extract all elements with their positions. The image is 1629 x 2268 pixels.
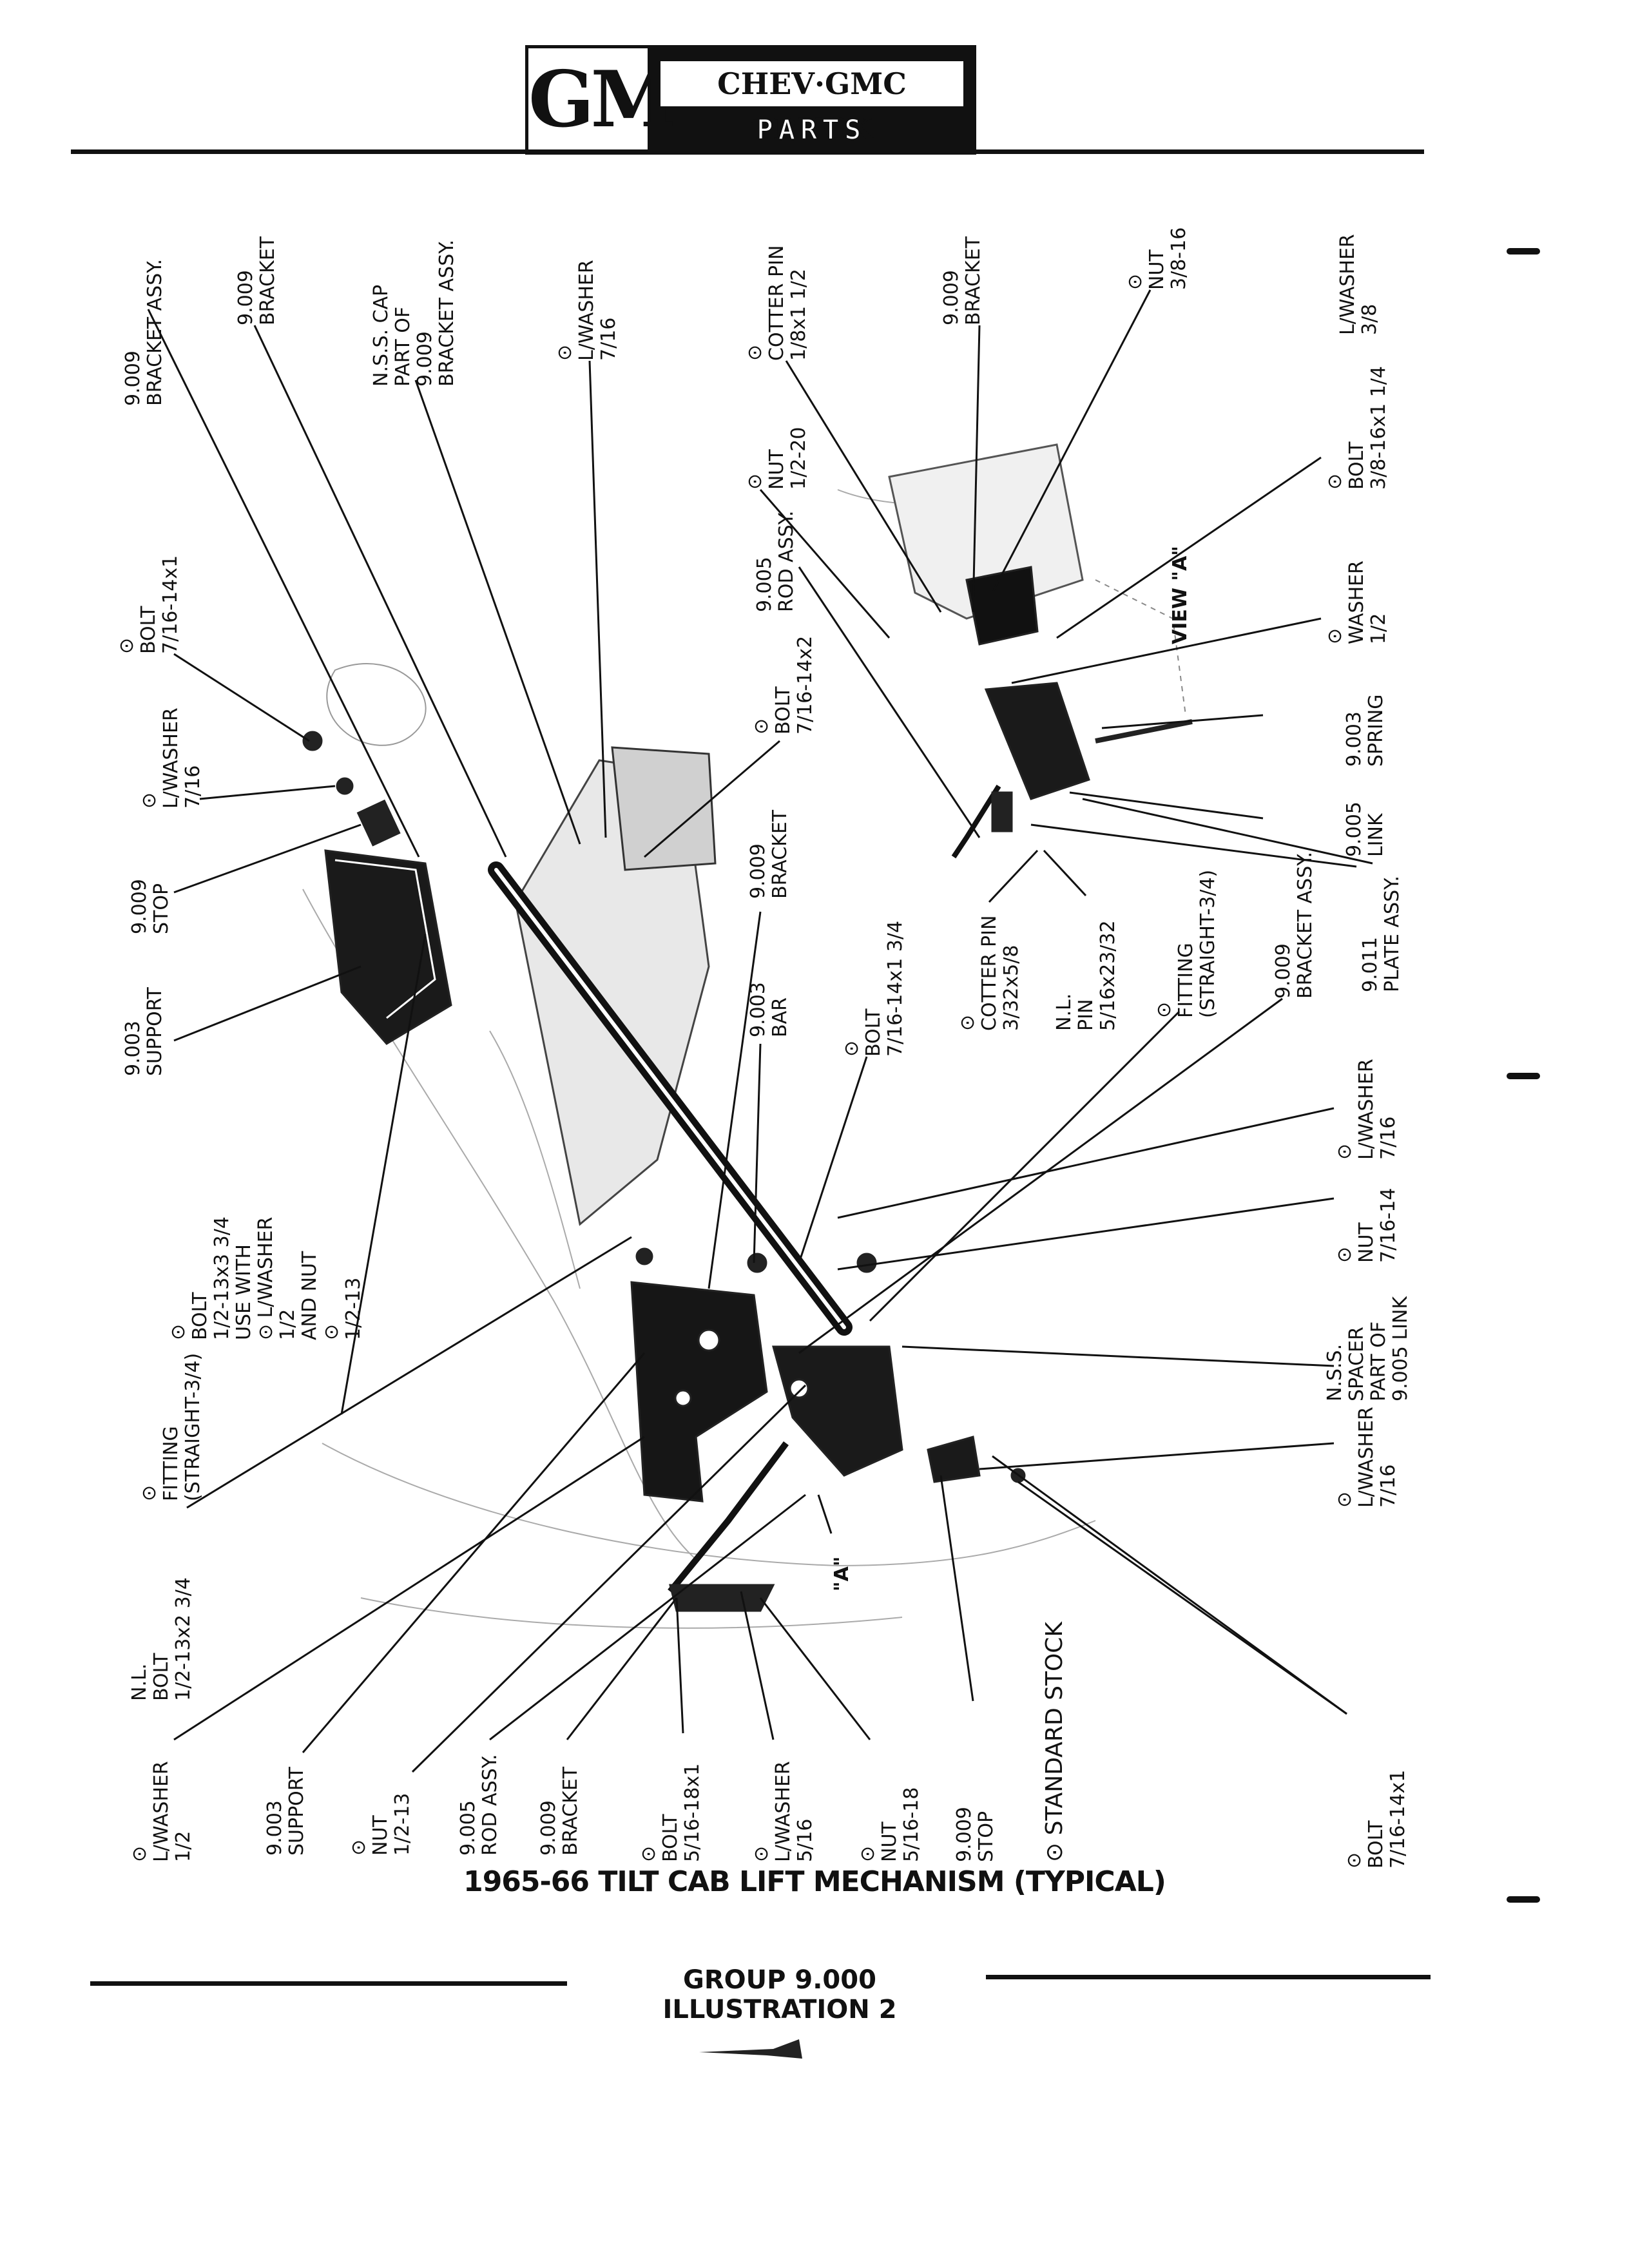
catalogue-title: PARTS CATALOGUE	[713, 115, 911, 180]
margin-tick	[1507, 1896, 1540, 1903]
callout-view-a-marker: "A"	[831, 1556, 853, 1591]
callout-view-a: VIEW "A"	[1169, 546, 1191, 644]
footer-rule-right	[986, 1975, 1431, 1979]
callout-fitting-right: ⊙FITTING(STRAIGHT-3/4)	[1153, 869, 1219, 1018]
scan-artifact-mark	[699, 2039, 802, 2059]
brand-title: CHEV·GMC TRUCK	[660, 61, 963, 146]
figure-caption: 1965-66 TILT CAB LIFT MECHANISM (TYPICAL…	[463, 1865, 1166, 1898]
margin-tick	[1507, 248, 1540, 255]
callout-fitting-left: ⊙FITTING(STRAIGHT-3/4)	[138, 1352, 204, 1501]
margin-tick	[1507, 1073, 1540, 1079]
callout-standard-stock: ⊙ STANDARD STOCK	[1041, 1621, 1068, 1862]
header-rule	[71, 149, 1424, 154]
footer-rule-left	[90, 1981, 567, 1986]
group-illustration-label: GROUP 9.000 ILLUSTRATION 2	[662, 1965, 897, 2024]
